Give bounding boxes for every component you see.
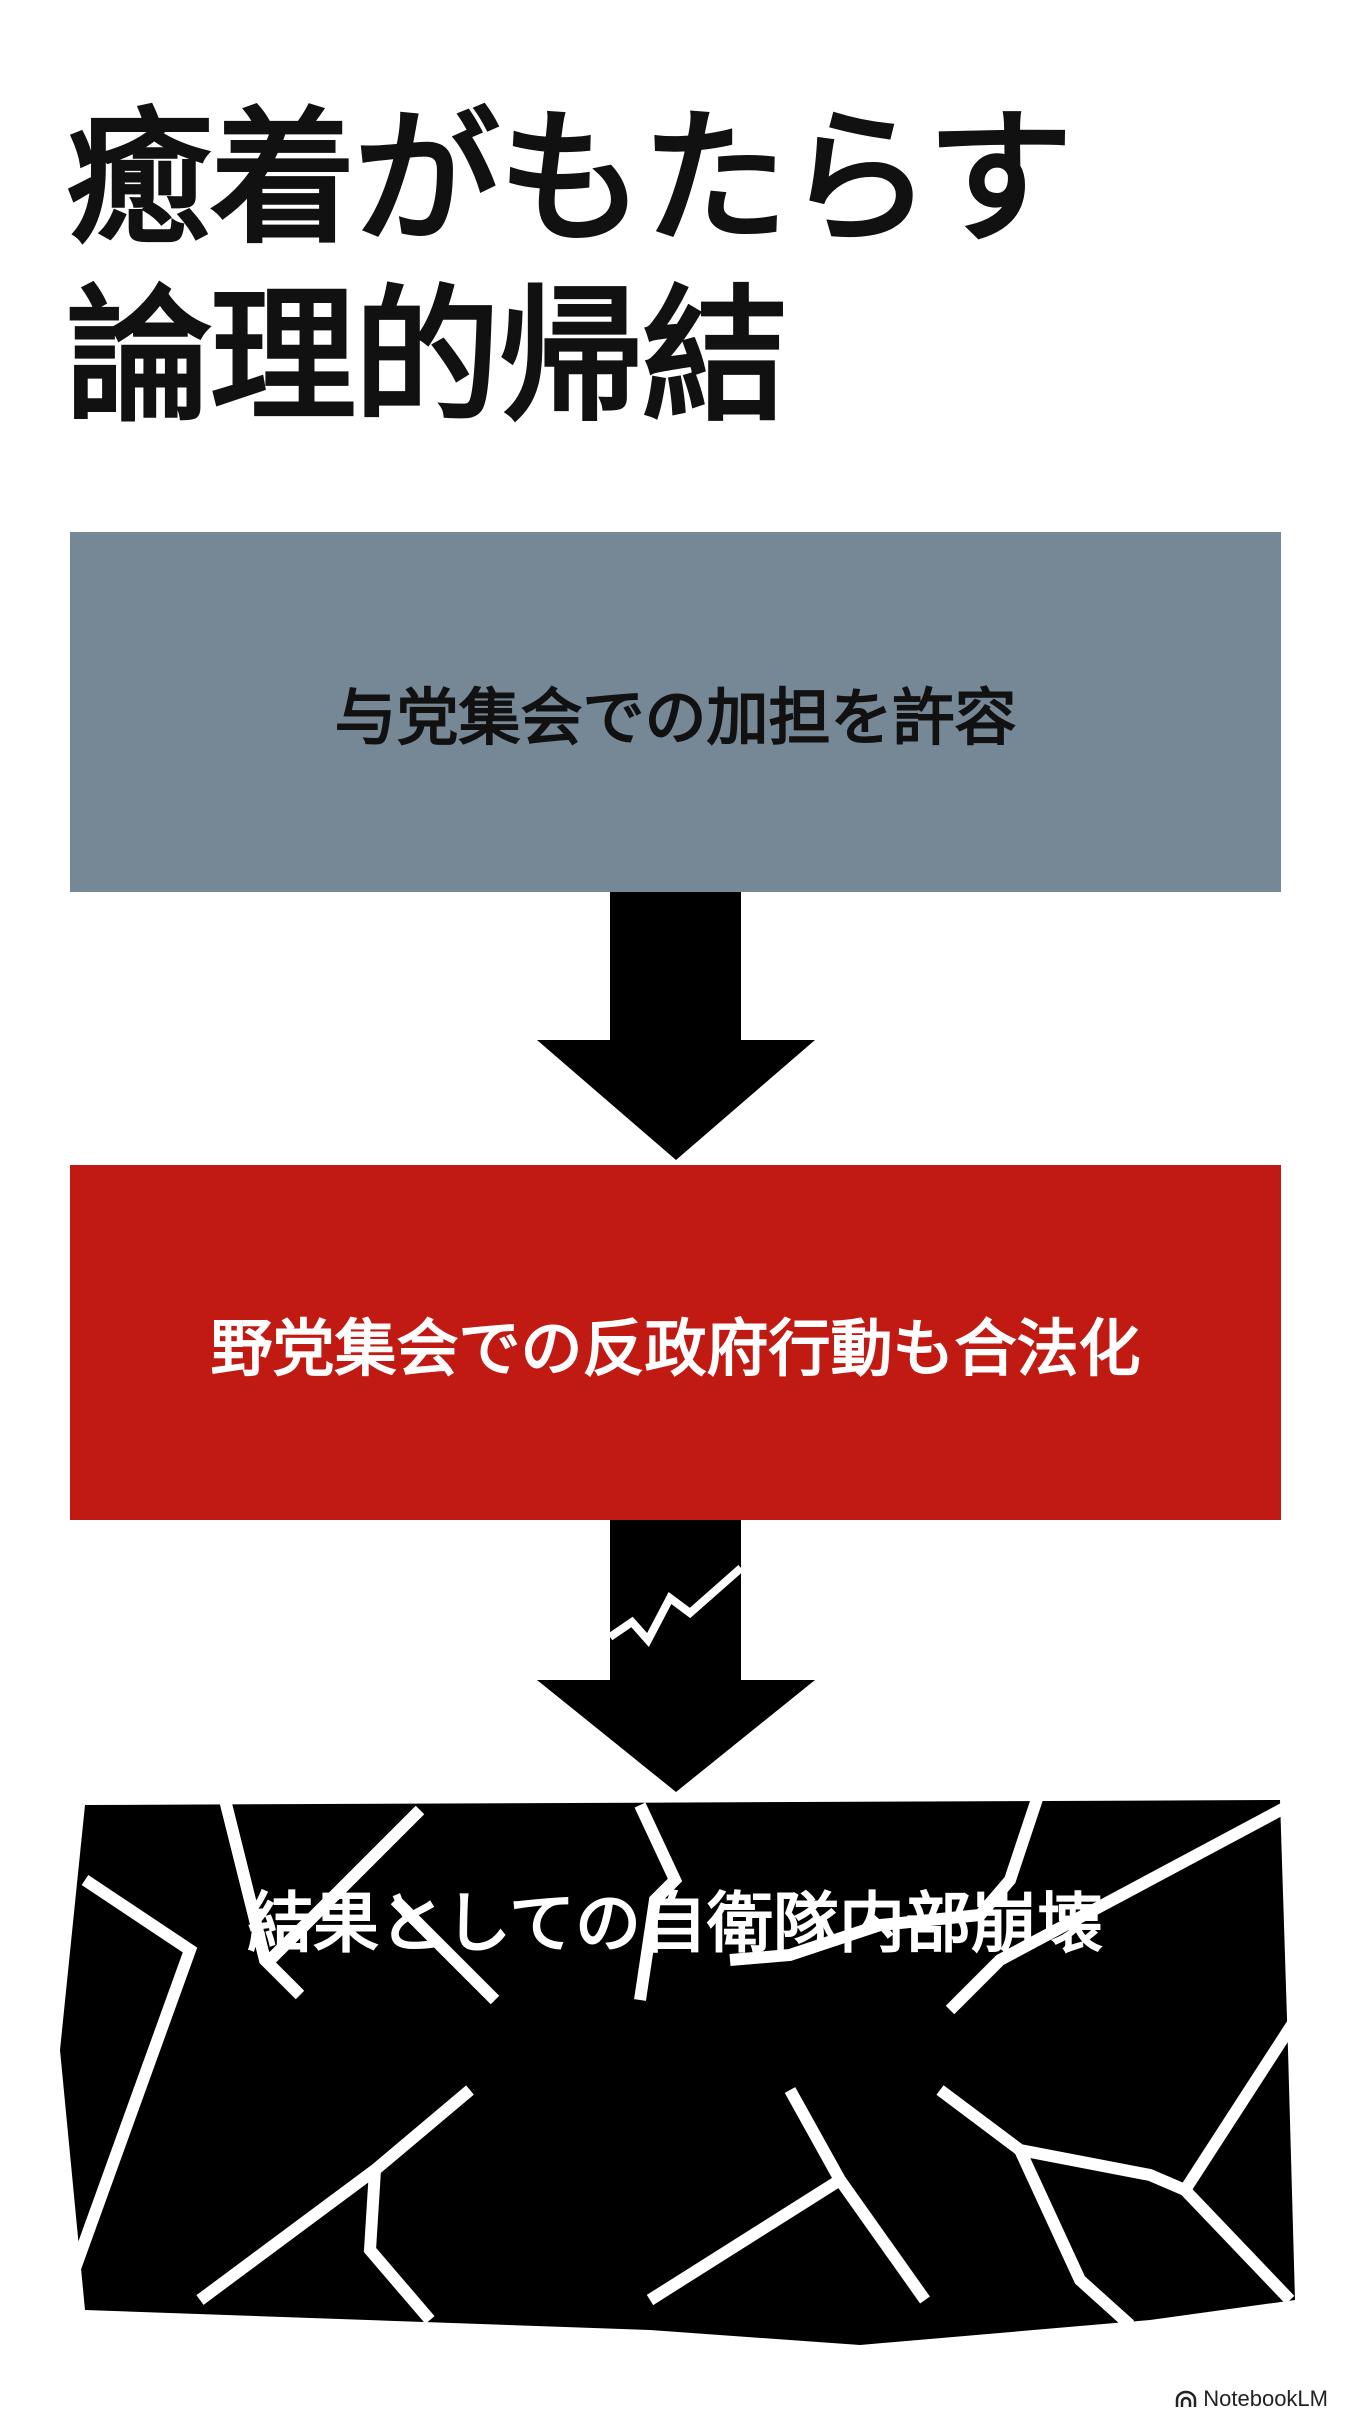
- step-2-box: 野党集会での反政府行動も合法化: [70, 1165, 1281, 1520]
- title-line-2: 論理的帰結: [66, 272, 788, 442]
- notebooklm-logo-icon: [1176, 2390, 1197, 2407]
- step-1-box: 与党集会での加担を許容: [70, 532, 1281, 892]
- cracked-down-arrow-icon: [537, 1520, 815, 1792]
- step-2-label: 野党集会での反政府行動も合法化: [210, 1311, 1141, 1385]
- title-line-1: 癒着がもたらす: [66, 94, 1073, 264]
- down-arrow-icon: [537, 892, 815, 1160]
- step-3-label: 結果としての自衛隊内部崩壊: [246, 1885, 1104, 1962]
- shattered-block: [54, 1788, 1301, 2345]
- brand-label: NotebookLM: [1203, 2386, 1328, 2411]
- page-title: 癒着がもたらす 論理的帰結: [66, 90, 1073, 446]
- brand-watermark: NotebookLM: [1175, 2386, 1328, 2412]
- step-1-label: 与党集会での加担を許容: [334, 681, 1017, 754]
